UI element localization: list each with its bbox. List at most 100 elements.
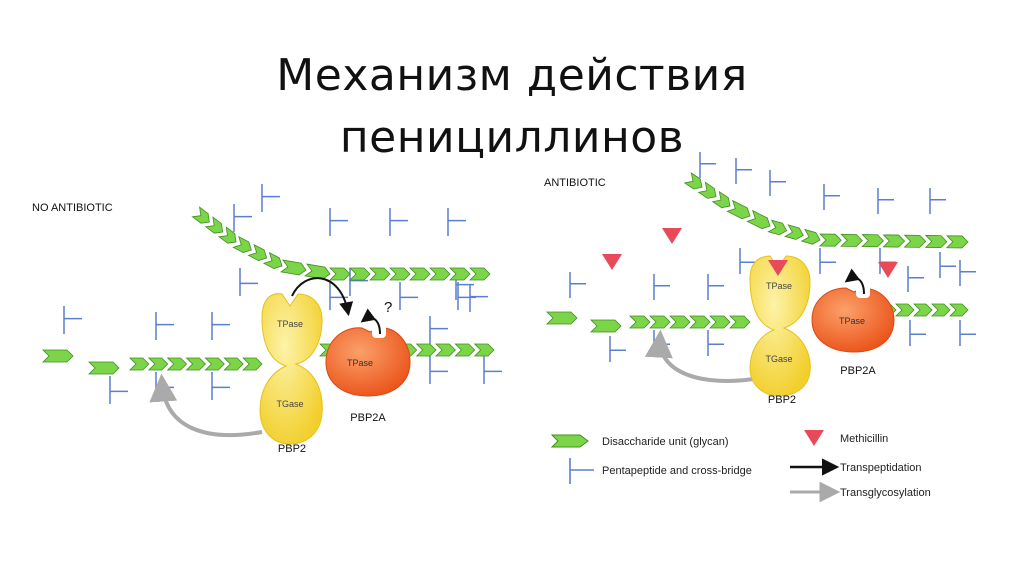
right-pbp2-label: PBP2 bbox=[768, 394, 796, 406]
peptide-stem bbox=[447, 208, 466, 236]
glycan-unit bbox=[232, 235, 252, 253]
right-pbp2-tpase-label: TPase bbox=[766, 281, 792, 291]
glycan-unit bbox=[185, 357, 206, 371]
glycan-unit bbox=[191, 206, 210, 224]
peptide-stem bbox=[329, 282, 348, 310]
methicillin-molecule bbox=[602, 254, 622, 270]
peptide-stem bbox=[429, 356, 448, 384]
glycan-unit bbox=[590, 319, 622, 333]
panel-right-heading: ANTIBIOTIC bbox=[544, 177, 606, 189]
peptide-stem bbox=[929, 188, 946, 214]
left-pbp2a-label: PBP2A bbox=[350, 412, 386, 424]
glycan-unit bbox=[223, 357, 244, 371]
peptide-stem bbox=[707, 274, 724, 300]
glycan-unit bbox=[204, 357, 225, 371]
right-pbp2a-small-arrow bbox=[844, 268, 865, 295]
left-transpeptidation-arrow bbox=[291, 277, 354, 317]
left-pbp2a-small-arrow bbox=[360, 308, 381, 335]
left-pbp2a-tpase-label: TPase bbox=[347, 358, 373, 368]
methicillin-molecule bbox=[878, 262, 898, 278]
peptide-stem bbox=[699, 152, 716, 178]
peptide-stem bbox=[469, 284, 488, 312]
legend-peptide-label: Pentapeptide and cross-bridge bbox=[602, 465, 752, 477]
peptide-stem bbox=[907, 266, 924, 292]
methicillin-molecule bbox=[662, 228, 682, 244]
glycan-unit bbox=[689, 315, 711, 329]
right-pbp2a-label: PBP2A bbox=[840, 365, 876, 377]
glycan-unit bbox=[247, 243, 268, 261]
left-pbp2a-enzyme bbox=[325, 318, 411, 397]
glycan-unit bbox=[882, 234, 906, 248]
glycan-unit bbox=[818, 233, 842, 247]
peptide-stem bbox=[769, 170, 786, 196]
peptide-stem bbox=[819, 248, 836, 274]
glycan-unit bbox=[729, 315, 751, 329]
legend-glycan-swatch bbox=[550, 434, 589, 448]
left-pbp2-enzyme bbox=[259, 293, 323, 445]
glycan-unit bbox=[279, 259, 307, 276]
left-pbp2-tgase-label: TGase bbox=[276, 399, 303, 409]
peptide-stem bbox=[457, 282, 476, 310]
glycan-unit bbox=[473, 343, 495, 357]
right-pbp2a-enzyme bbox=[811, 278, 895, 353]
glycan-unit bbox=[449, 267, 471, 281]
glycan-unit bbox=[629, 315, 651, 329]
glycan-unit bbox=[546, 311, 578, 325]
peptide-stem bbox=[389, 208, 408, 236]
methicillin-group bbox=[602, 228, 898, 278]
peptide-stem bbox=[735, 158, 752, 184]
peptide-stem bbox=[707, 330, 724, 356]
glycan-unit bbox=[903, 234, 927, 248]
glycan-unit bbox=[389, 267, 411, 281]
glycan-unit bbox=[369, 267, 391, 281]
peptide-stem bbox=[483, 356, 502, 384]
glycan-unit bbox=[415, 343, 437, 357]
peptide-stem bbox=[939, 252, 956, 278]
left-transglycosylation-arrow bbox=[149, 373, 263, 437]
peptide-stem bbox=[429, 316, 448, 344]
glycan-unit bbox=[262, 251, 283, 269]
glycan-unit bbox=[669, 315, 691, 329]
slide-title-line-1: Механизм действия bbox=[276, 50, 748, 101]
right-pbp2-enzyme bbox=[749, 255, 811, 397]
peptide-stem bbox=[239, 268, 258, 296]
left-pbp2-tpase-label: TPase bbox=[277, 319, 303, 329]
glycan-unit bbox=[469, 267, 491, 281]
right-pbp2a-tpase-label: TPase bbox=[839, 316, 865, 326]
peptide-stem bbox=[329, 208, 348, 236]
glycan-unit bbox=[945, 235, 969, 249]
glycan-unit bbox=[242, 357, 263, 371]
glycan-unit bbox=[88, 361, 120, 375]
peptide-stem bbox=[233, 204, 252, 232]
peptide-stem bbox=[653, 274, 670, 300]
glycan-unit bbox=[861, 234, 884, 248]
legend-glycan-label: Disaccharide unit (glycan) bbox=[602, 436, 729, 448]
glycan-unit bbox=[924, 235, 948, 249]
peptide-stem bbox=[569, 272, 586, 298]
peptide-stem bbox=[155, 312, 174, 340]
glycan-unit bbox=[129, 357, 150, 371]
peptide-stem bbox=[877, 188, 894, 214]
left-question-mark: ? bbox=[384, 299, 392, 316]
peptide-stem bbox=[63, 306, 82, 334]
peptide-stem bbox=[739, 248, 756, 274]
legend-peptide-swatch bbox=[569, 458, 594, 484]
glycan-unit bbox=[711, 190, 731, 209]
peptide-stem bbox=[609, 336, 626, 362]
glycan-unit bbox=[329, 267, 351, 281]
glycan-unit bbox=[949, 303, 969, 317]
glycan-unit bbox=[784, 224, 804, 240]
peptide-stem bbox=[399, 282, 418, 310]
glycan-unit bbox=[746, 209, 771, 230]
methicillin-molecule bbox=[768, 260, 788, 276]
glycan-unit bbox=[913, 303, 933, 317]
peptide-stem bbox=[211, 312, 230, 340]
peptide-stem bbox=[211, 372, 230, 400]
glycan-unit bbox=[166, 357, 188, 371]
legend-transpeptidation-label: Transpeptidation bbox=[840, 462, 922, 474]
glycan-unit bbox=[147, 357, 169, 371]
glycan-unit bbox=[42, 349, 74, 363]
glycan-unit bbox=[800, 228, 821, 245]
legend-methicillin-label: Methicillin bbox=[840, 433, 888, 445]
